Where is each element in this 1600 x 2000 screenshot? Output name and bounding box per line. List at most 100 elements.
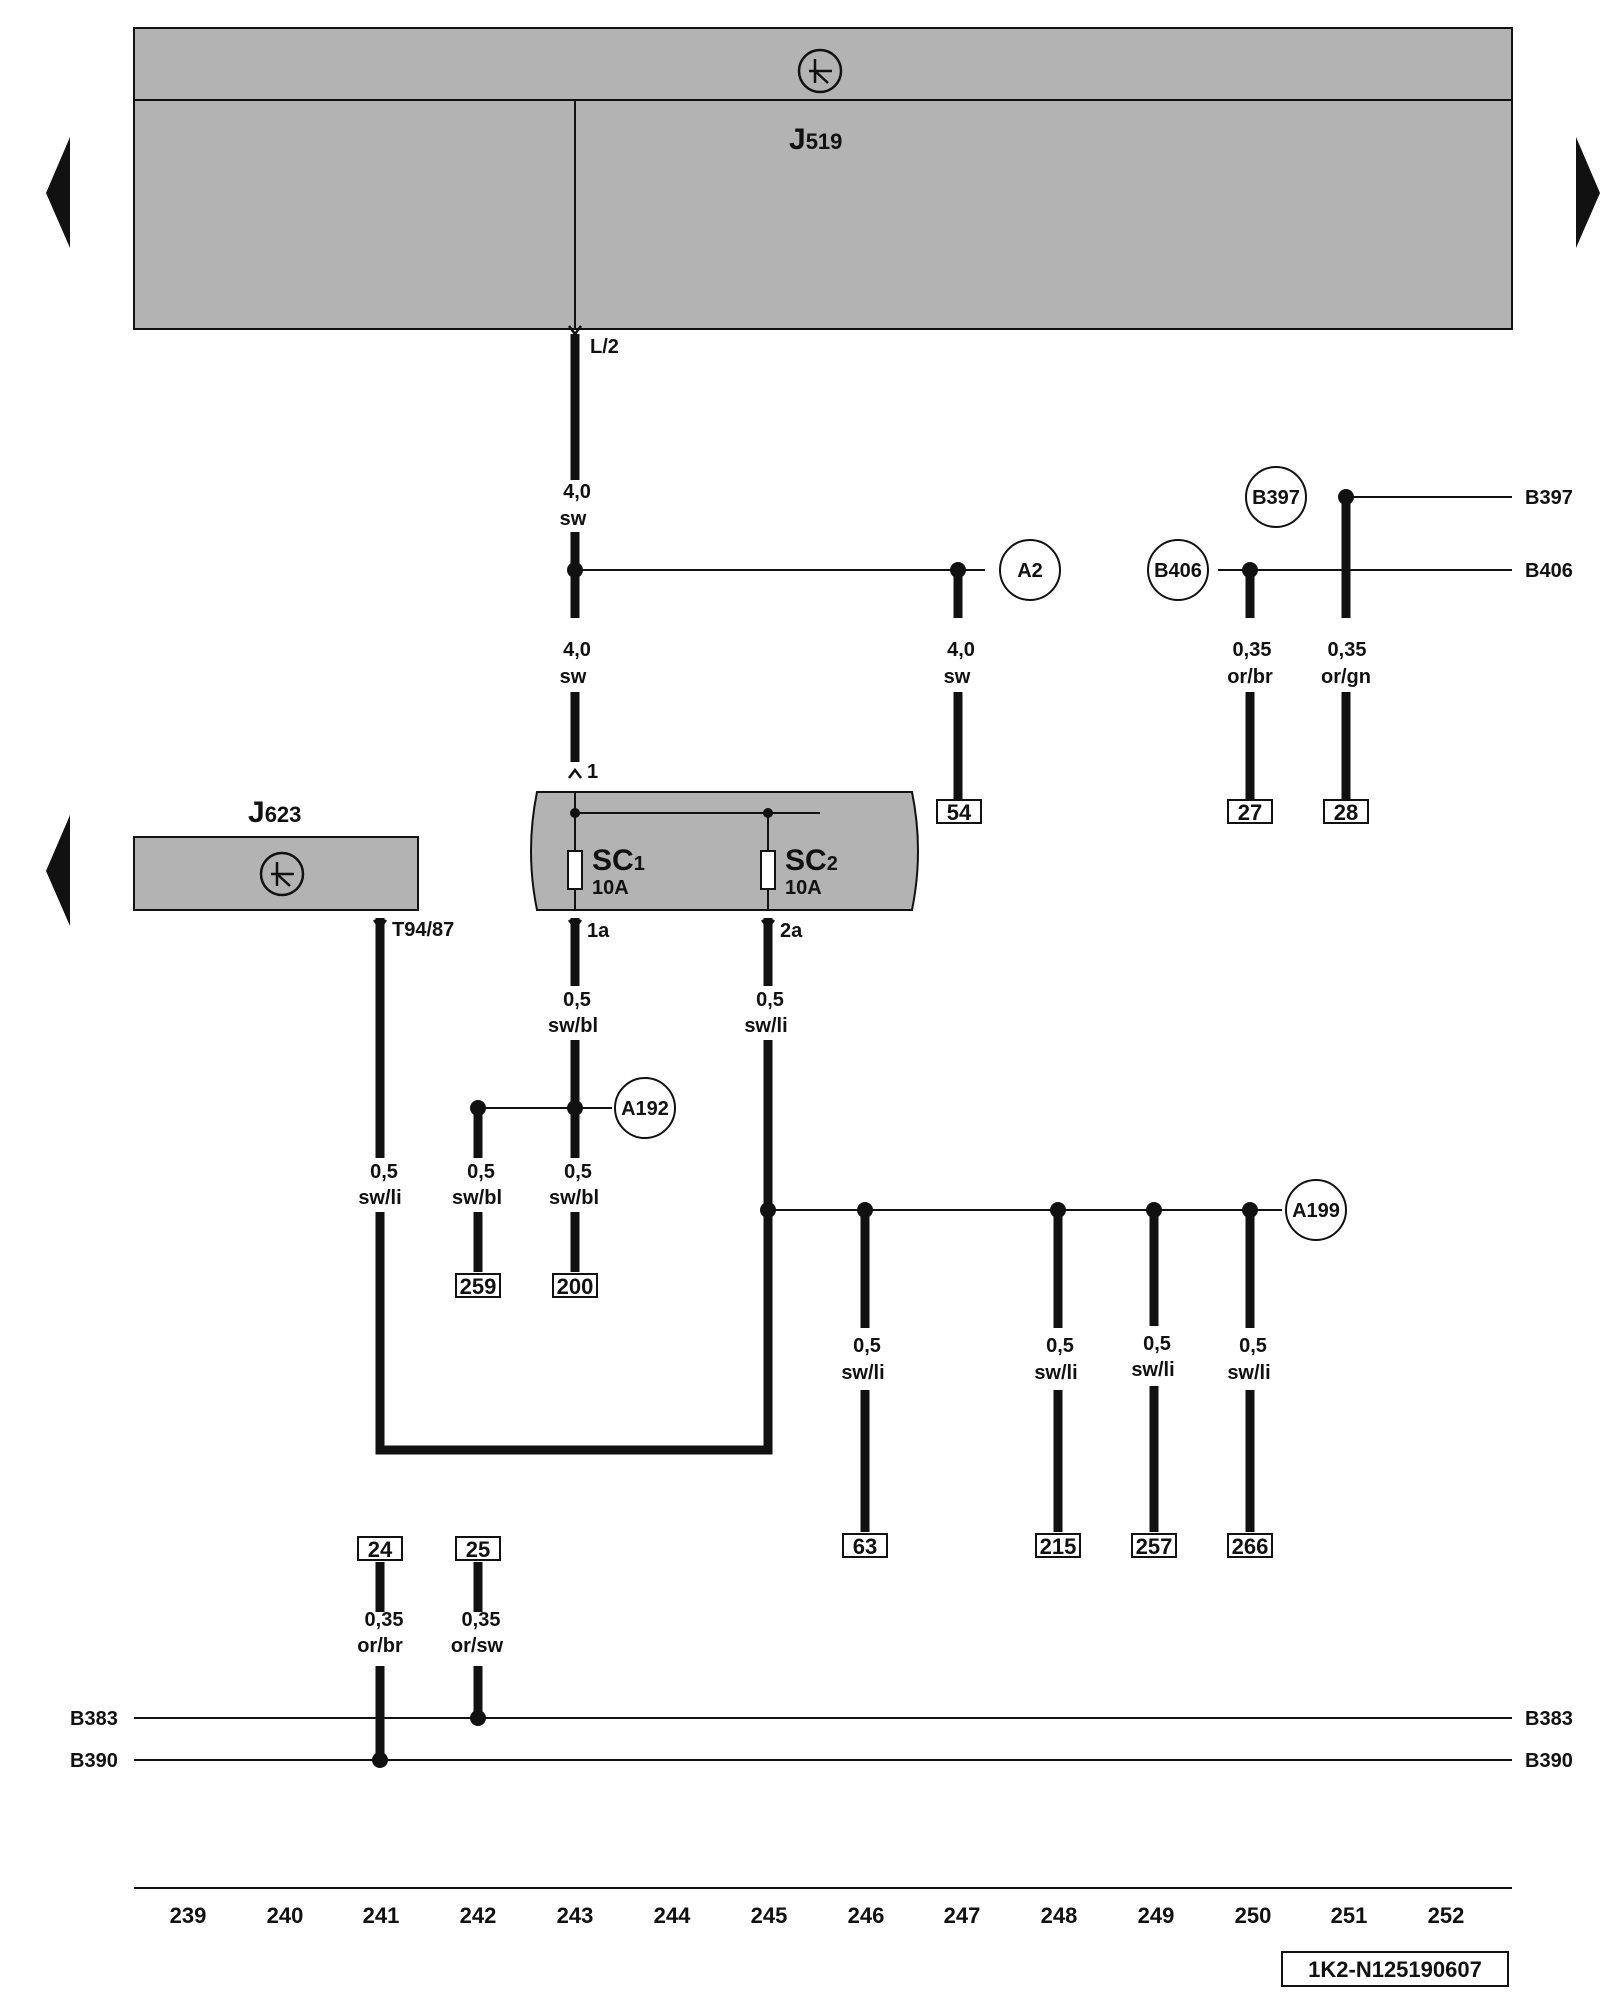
- svg-text:or/br: or/br: [357, 1635, 403, 1657]
- svg-text:27: 27: [1238, 800, 1262, 825]
- svg-text:4,0: 4,0: [947, 639, 975, 661]
- svg-text:257: 257: [1136, 1534, 1173, 1559]
- svg-text:sw/li: sw/li: [358, 1187, 401, 1209]
- electronic-control-icon: [797, 48, 843, 94]
- ref-box[interactable]: 24: [357, 1536, 403, 1562]
- svg-text:240: 240: [267, 1903, 304, 1928]
- wire-label: 0,5sw/bl: [452, 1161, 502, 1209]
- fuse-sc2-rating: 10A: [785, 877, 822, 899]
- svg-text:or/br: or/br: [1227, 666, 1273, 688]
- fuse-sc1-pin: 1a: [587, 920, 610, 942]
- j519-box: [133, 27, 1513, 330]
- svg-text:239: 239: [170, 1903, 207, 1928]
- next-page-arrow-top[interactable]: [1576, 137, 1600, 248]
- svg-text:1K2-N125190607: 1K2-N125190607: [1308, 1957, 1482, 1982]
- svg-text:sw: sw: [944, 666, 971, 688]
- svg-text:A2: A2: [1017, 560, 1043, 582]
- wire-label: 4,0 sw: [944, 639, 975, 688]
- wire-label: 0,35 or/br: [1227, 639, 1273, 688]
- svg-text:sw/bl: sw/bl: [548, 1015, 598, 1037]
- ref-box[interactable]: 266: [1227, 1533, 1273, 1559]
- svg-text:sw/bl: sw/bl: [549, 1187, 599, 1209]
- svg-text:215: 215: [1040, 1534, 1077, 1559]
- svg-text:242: 242: [460, 1903, 497, 1928]
- svg-text:4,0: 4,0: [563, 481, 591, 503]
- j623-label: J623: [248, 796, 301, 829]
- wire-label: 0,5sw/li: [1227, 1335, 1270, 1384]
- svg-text:25: 25: [466, 1537, 490, 1562]
- ref-box[interactable]: 54: [936, 799, 982, 825]
- fuse-sc2-pin: 2a: [780, 920, 803, 942]
- svg-text:0,5: 0,5: [1046, 1335, 1074, 1357]
- ref-box[interactable]: 200: [552, 1273, 598, 1299]
- connector-a2[interactable]: A2: [999, 539, 1061, 601]
- svg-text:0,5: 0,5: [563, 989, 591, 1011]
- ref-box[interactable]: 215: [1035, 1533, 1081, 1559]
- svg-text:0,35: 0,35: [1328, 639, 1367, 661]
- j623-pin-label: T94/87: [392, 919, 454, 941]
- prev-page-arrow-mid[interactable]: [46, 815, 70, 926]
- svg-text:0,5: 0,5: [756, 989, 784, 1011]
- connector-b406[interactable]: B406: [1147, 539, 1209, 601]
- j519-pin-label: L/2: [590, 336, 619, 358]
- svg-text:sw/bl: sw/bl: [452, 1187, 502, 1209]
- electronic-control-icon: [259, 851, 305, 897]
- svg-text:0,5: 0,5: [853, 1335, 881, 1357]
- svg-text:28: 28: [1334, 800, 1358, 825]
- svg-text:0,5: 0,5: [1143, 1333, 1171, 1355]
- svg-text:252: 252: [1428, 1903, 1465, 1928]
- svg-text:24: 24: [368, 1537, 393, 1562]
- svg-text:248: 248: [1041, 1903, 1078, 1928]
- svg-text:200: 200: [557, 1274, 594, 1299]
- fuse-sc1-label: SC1: [592, 844, 645, 877]
- wire-label: 0,35 or/br: [357, 1609, 403, 1657]
- svg-text:0,35: 0,35: [1233, 639, 1272, 661]
- wire-label: 0,35 or/sw: [451, 1609, 504, 1657]
- thin-lines: [134, 496, 1512, 1889]
- svg-text:B406: B406: [1154, 560, 1202, 582]
- reference-boxes: 54 27 28 259 200 63 215 257 266 24 25: [357, 799, 1369, 1562]
- svg-text:244: 244: [654, 1903, 691, 1928]
- bus-label-b383-left: B383: [70, 1708, 118, 1730]
- svg-text:243: 243: [557, 1903, 594, 1928]
- svg-text:sw/li: sw/li: [744, 1015, 787, 1037]
- document-id: 1K2-N125190607: [1281, 1951, 1509, 1987]
- j519-label: J519: [789, 123, 842, 156]
- control-unit-j623: J623 T94/87: [133, 796, 454, 941]
- svg-text:247: 247: [944, 1903, 981, 1928]
- bus-label-b390-right: B390: [1525, 1750, 1573, 1772]
- ref-box[interactable]: 27: [1227, 799, 1273, 825]
- fuse-sc1-symbol: [567, 850, 583, 890]
- svg-text:B397: B397: [1252, 487, 1300, 509]
- control-unit-j519: J519 L/2: [133, 27, 1513, 358]
- svg-text:sw/li: sw/li: [1131, 1359, 1174, 1381]
- ref-box[interactable]: 25: [455, 1536, 501, 1562]
- svg-text:or/gn: or/gn: [1321, 666, 1371, 688]
- fuse-sc2-symbol: [760, 850, 776, 890]
- svg-text:sw/li: sw/li: [1034, 1362, 1077, 1384]
- svg-text:0,5: 0,5: [1239, 1335, 1267, 1357]
- ref-box[interactable]: 259: [455, 1273, 501, 1299]
- svg-text:0,35: 0,35: [462, 1609, 501, 1631]
- connector-b397[interactable]: B397: [1245, 466, 1307, 528]
- wire-label: 0,35 or/gn: [1321, 639, 1371, 688]
- bus-label-b406-right: B406: [1525, 560, 1573, 582]
- ref-box[interactable]: 257: [1131, 1533, 1177, 1559]
- fuse-sc2-label: SC2: [785, 844, 838, 877]
- ref-box[interactable]: 28: [1323, 799, 1369, 825]
- wire-label: 0,5sw/li: [358, 1161, 401, 1209]
- svg-text:0,35: 0,35: [365, 1609, 404, 1631]
- ref-box[interactable]: 63: [842, 1533, 888, 1559]
- connector-a199[interactable]: A199: [1285, 1179, 1347, 1241]
- svg-text:259: 259: [460, 1274, 497, 1299]
- svg-text:250: 250: [1235, 1903, 1272, 1928]
- svg-text:or/sw: or/sw: [451, 1635, 504, 1657]
- svg-text:251: 251: [1331, 1903, 1368, 1928]
- bus-label-b383-right: B383: [1525, 1708, 1573, 1730]
- position-scale: 239 240 241 242 243 244 245 246 247 248 …: [170, 1903, 1465, 1928]
- connector-a192[interactable]: A192: [614, 1077, 676, 1139]
- prev-page-arrow-top[interactable]: [46, 137, 70, 248]
- svg-text:63: 63: [853, 1534, 877, 1559]
- svg-text:245: 245: [751, 1903, 788, 1928]
